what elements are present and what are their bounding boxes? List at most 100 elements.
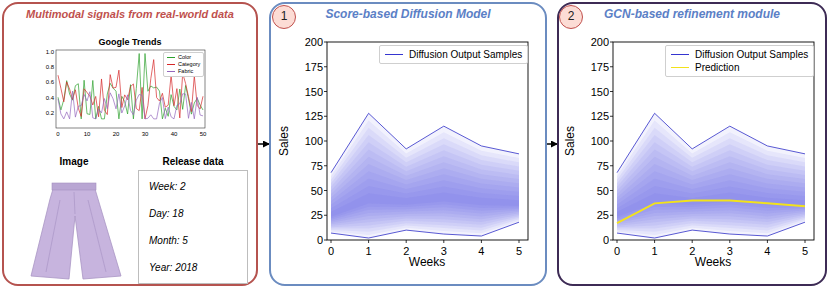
tick-label: 0.2: [46, 109, 54, 116]
step-number: 2: [568, 10, 575, 24]
legend-text: Prediction: [695, 61, 739, 74]
sample-band: [331, 150, 519, 226]
sample-band: [331, 171, 519, 221]
legend-text: Diffusion Output Samples: [409, 48, 522, 61]
box-heading: Release data: [162, 156, 223, 168]
release-field: Day: 18: [149, 208, 183, 220]
tick-label: 4: [478, 245, 484, 258]
sample-bound: [331, 113, 519, 172]
tick-label: 150: [591, 85, 609, 98]
sample-band: [331, 128, 519, 232]
tick-label: 0: [603, 234, 609, 247]
tick-label: 20: [113, 131, 120, 138]
tick-label: 1: [652, 245, 658, 258]
tick-mark: [610, 215, 613, 216]
tick-label: 50: [200, 131, 207, 138]
sample-band: [331, 179, 519, 220]
legend-row: Diffusion Output Samples: [671, 48, 808, 61]
tick-label: 1.0: [46, 49, 54, 56]
sample-band: [617, 186, 805, 218]
legend-box: Diffusion Output Samples: [379, 45, 528, 64]
tick-mark: [610, 66, 613, 67]
sample-band: [331, 135, 519, 229]
legend-line: [167, 71, 175, 72]
trousers-waistband: [52, 183, 96, 190]
tick-label: 75: [311, 159, 323, 172]
tick-label: 0: [317, 234, 323, 247]
sample-bound: [617, 113, 805, 172]
tick-mark: [610, 116, 613, 117]
legend-text: Fabric: [178, 68, 193, 75]
sample-band: [331, 157, 519, 224]
sample-band: [331, 186, 519, 218]
tick-label: 100: [591, 135, 609, 148]
tick-label: 2: [403, 245, 409, 258]
tick-label: 0: [614, 245, 620, 258]
panel-title: Score-based Diffusion Model: [325, 8, 490, 22]
axis-title: Sales: [278, 126, 292, 156]
tick-mark: [324, 42, 327, 43]
axis-title: Sales: [564, 126, 578, 156]
sample-band: [617, 171, 805, 221]
tick-mark: [610, 190, 613, 191]
legend-row: Prediction: [671, 61, 808, 74]
panel-title: Multimodal signals from real-world data: [26, 8, 234, 21]
legend-text: Color: [178, 54, 191, 61]
release-field: Month: 5: [149, 235, 188, 247]
release-frame: Week: 2Day: 18Month: 5Year: 2018: [138, 170, 248, 284]
sample-bound: [617, 222, 805, 238]
trends-lines: [58, 54, 203, 119]
legend-text: Diffusion Output Samples: [695, 48, 808, 61]
tick-label: 4: [764, 245, 770, 258]
trend-line: [58, 54, 203, 119]
tick-label: 40: [171, 131, 178, 138]
sample-band: [617, 113, 805, 238]
image-caption: Image: [60, 156, 89, 168]
prediction-line: [617, 200, 805, 223]
tick-label: 10: [84, 131, 91, 138]
legend-line: [671, 54, 689, 56]
plot-frame: [327, 42, 528, 240]
tick-mark: [324, 91, 327, 92]
tick-mark: [324, 141, 327, 142]
tick-mark: [324, 116, 327, 117]
tick-label: 25: [311, 209, 323, 222]
tick-label: 200: [591, 36, 609, 49]
legend-line: [671, 67, 689, 69]
tick-label: 125: [305, 110, 323, 123]
tick-label: 175: [591, 60, 609, 73]
plot-frame: [613, 42, 814, 240]
tick-label: 0: [56, 131, 59, 138]
tick-label: 25: [597, 209, 609, 222]
tick-label: 175: [305, 60, 323, 73]
sample-band: [617, 150, 805, 226]
sample-band: [617, 135, 805, 229]
tick-mark: [610, 42, 613, 43]
flow-arrow: [258, 143, 269, 145]
axis-title: Weeks: [695, 256, 731, 270]
sample-band: [617, 142, 805, 227]
sample-band: [331, 164, 519, 223]
tick-label: 150: [305, 85, 323, 98]
tick-mark: [610, 141, 613, 142]
tick-label: 1: [366, 245, 372, 258]
release-field: Week: 2: [149, 181, 186, 193]
tick-mark: [324, 190, 327, 191]
tick-mark: [324, 215, 327, 216]
legend-box: ColorCategoryFabric: [163, 52, 204, 77]
tick-label: 75: [597, 159, 609, 172]
tick-label: 50: [597, 184, 609, 197]
chart-fans: [324, 42, 519, 243]
sample-band: [617, 157, 805, 224]
legend-line: [167, 57, 175, 58]
step-number-circle: 1: [272, 5, 296, 29]
panel-title: GCN-based refinement module: [604, 8, 780, 22]
tick-label: 100: [305, 135, 323, 148]
tick-label: 0.8: [46, 64, 54, 71]
tick-label: 5: [516, 245, 522, 258]
photo-ground: [20, 172, 128, 282]
trend-line: [58, 91, 203, 119]
tick-mark: [610, 240, 613, 241]
trousers-folds: [46, 192, 106, 272]
